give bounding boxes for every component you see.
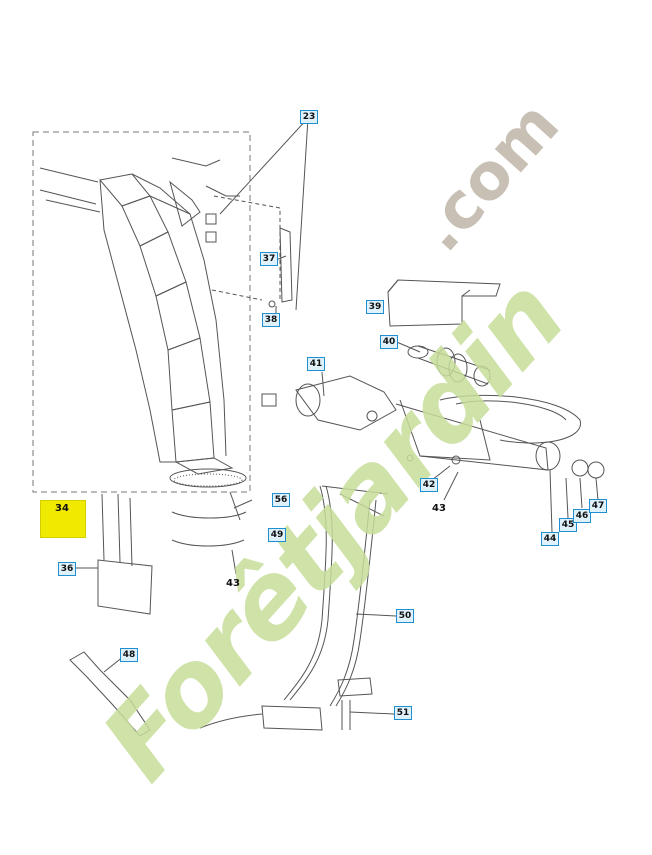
callout-34-highlighted[interactable]: 34 [40, 500, 86, 538]
callout-39[interactable]: 39 [366, 300, 384, 314]
callout-36[interactable]: 36 [58, 562, 76, 576]
callout-56[interactable]: 56 [272, 493, 290, 507]
callout-38[interactable]: 38 [262, 313, 280, 327]
discharge-chute [99, 173, 247, 488]
callout-45[interactable]: 45 [559, 518, 577, 532]
callout-51[interactable]: 51 [394, 706, 412, 720]
callout-49[interactable]: 49 [268, 528, 286, 542]
callout-48[interactable]: 48 [120, 648, 138, 662]
callout-50[interactable]: 50 [396, 609, 414, 623]
callout-47[interactable]: 47 [589, 499, 607, 513]
callout-44[interactable]: 44 [541, 532, 559, 546]
parts-diagram [32, 117, 605, 737]
callout-42[interactable]: 42 [420, 478, 438, 492]
callout-23[interactable]: 23 [300, 110, 318, 124]
callout-46[interactable]: 46 [573, 509, 591, 523]
callout-40[interactable]: 40 [380, 335, 398, 349]
label-43-left[interactable]: 43 [226, 578, 240, 589]
drive-shaft-assembly [295, 345, 605, 479]
callout-37[interactable]: 37 [260, 252, 278, 266]
callout-41[interactable]: 41 [307, 357, 325, 371]
label-43-right[interactable]: 43 [432, 503, 446, 514]
chute-assembly-box [32, 131, 251, 493]
cover-bracket [387, 279, 501, 327]
